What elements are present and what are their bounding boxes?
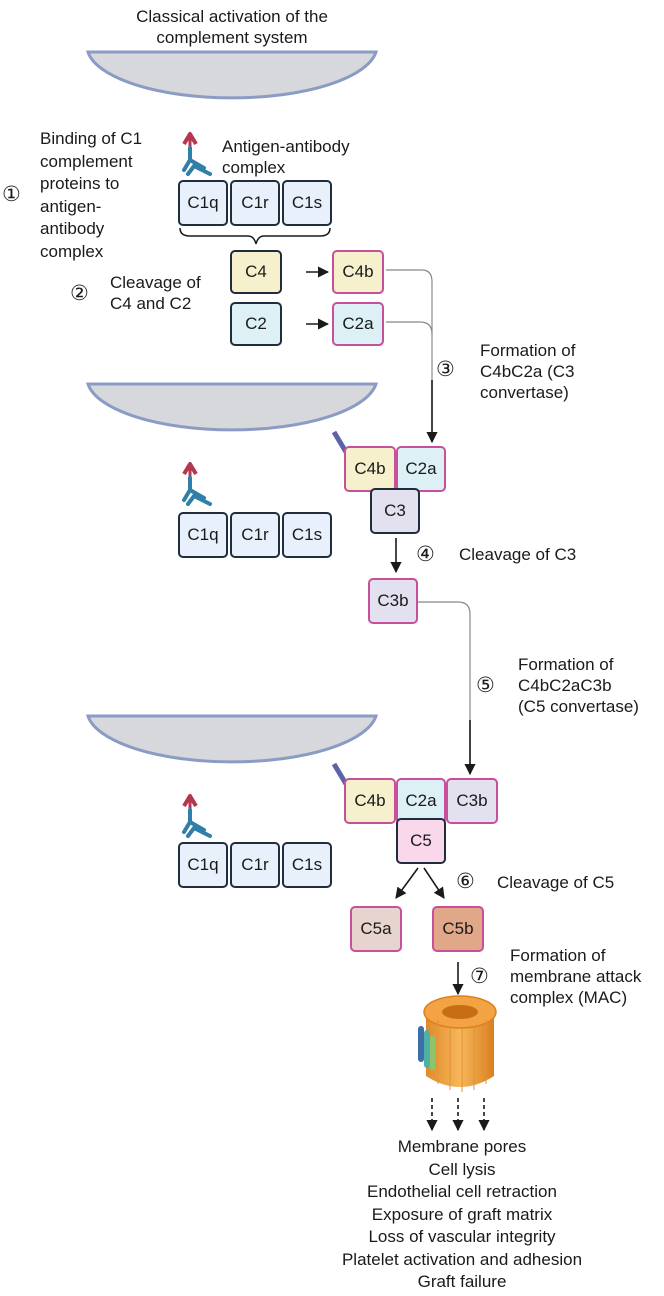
diagram-title: Classical activation of the complement s…	[102, 6, 362, 48]
c1s-box: C1s	[282, 180, 332, 226]
c1q-box: C1q	[178, 512, 228, 558]
c2a-box: C2a	[396, 778, 446, 824]
step-1-line: complement	[40, 151, 133, 171]
outcome-item: Cell lysis	[428, 1159, 496, 1179]
step-7-label: Formation of membrane attack complex (MA…	[510, 945, 641, 1008]
step-2-label: Cleavage of C4 and C2	[110, 272, 201, 314]
step-2-line: Cleavage of	[110, 273, 201, 292]
cell-membrane-2	[85, 382, 379, 432]
step-7-line: complex (MAC)	[510, 988, 628, 1007]
step-1-line: antigen-	[40, 196, 102, 216]
cell-membrane-3	[85, 714, 379, 764]
outcome-item: Platelet activation and adhesion	[341, 1249, 583, 1269]
title-line: Classical activation of the	[136, 7, 328, 26]
step-6-label: Cleavage of C5	[497, 873, 615, 892]
c1r-box: C1r	[230, 180, 280, 226]
step-5-line: Formation of	[518, 655, 614, 674]
c1r-box: C1r	[230, 512, 280, 558]
step-5-line: (C5 convertase)	[518, 697, 639, 716]
step-2-marker: ②	[70, 281, 89, 305]
c1s-box: C1s	[282, 842, 332, 888]
c4-box: C4	[230, 250, 282, 294]
outcomes-list: Membrane pores Cell lysis Endothelial ce…	[282, 1136, 642, 1294]
outcome-item: Endothelial cell retraction	[367, 1182, 557, 1201]
step-7-line: membrane attack	[510, 967, 642, 986]
step-3-marker: ③	[436, 357, 455, 381]
antigen-antibody-label: Antigen-antibody complex	[222, 136, 350, 178]
c2a-box: C2a	[396, 446, 446, 492]
c2-box: C2	[230, 302, 282, 346]
outcome-item: Graft failure	[417, 1272, 507, 1291]
step-6-marker: ⑥	[456, 869, 475, 893]
c3b-box: C3b	[446, 778, 498, 824]
c2a-box: C2a	[332, 302, 384, 346]
antigen-label-line: complex	[222, 158, 286, 177]
step-1-line: proteins to	[40, 174, 120, 193]
step-5-marker: ⑤	[476, 673, 495, 697]
c4b-box: C4b	[332, 250, 384, 294]
step-3-line: Formation of	[480, 341, 576, 360]
step-1-line: antibody	[40, 219, 105, 238]
antigen-antibody-icon	[182, 132, 212, 176]
step-7-line: Formation of	[510, 946, 606, 965]
antigen-antibody-icon	[182, 462, 212, 506]
step-1-label: Binding of C1 complement proteins to ant…	[40, 128, 170, 263]
step-1-line: complex	[40, 241, 104, 261]
step-2-line: C4 and C2	[110, 294, 192, 313]
c4b-box: C4b	[344, 778, 396, 824]
step-1-line: Binding of C1	[40, 129, 143, 148]
c3b-box: C3b	[368, 578, 418, 624]
step-5-label: Formation of C4bC2aC3b (C5 convertase)	[518, 654, 639, 717]
c5-box: C5	[396, 818, 446, 864]
c1-brace	[179, 227, 331, 245]
step-3-line: C4bC2a (C3	[480, 362, 575, 381]
c4b-box: C4b	[344, 446, 396, 492]
c1r-box: C1r	[230, 842, 280, 888]
step-5-line: C4bC2aC3b	[518, 676, 612, 695]
mac-pore-icon	[418, 995, 497, 1092]
step-3-label: Formation of C4bC2a (C3 convertase)	[480, 340, 575, 403]
outcome-item: Membrane pores	[397, 1137, 527, 1156]
step-4-label: Cleavage of C3	[459, 545, 577, 564]
step-3-line: convertase)	[480, 383, 569, 402]
antigen-label-line: Antigen-antibody	[222, 137, 350, 156]
cell-membrane-1	[85, 50, 379, 100]
step-7-marker: ⑦	[470, 964, 489, 988]
step-4-marker: ④	[416, 542, 435, 566]
antigen-antibody-icon	[182, 794, 212, 838]
c1s-box: C1s	[282, 512, 332, 558]
c3-box: C3	[370, 488, 420, 534]
step-1-marker: ①	[2, 182, 21, 206]
c5a-box: C5a	[350, 906, 402, 952]
c1q-box: C1q	[178, 180, 228, 226]
title-line: complement system	[156, 28, 308, 47]
c1q-box: C1q	[178, 842, 228, 888]
outcome-item: Exposure of graft matrix	[371, 1204, 553, 1224]
c5b-box: C5b	[432, 906, 484, 952]
outcome-item: Loss of vascular integrity	[368, 1227, 556, 1246]
